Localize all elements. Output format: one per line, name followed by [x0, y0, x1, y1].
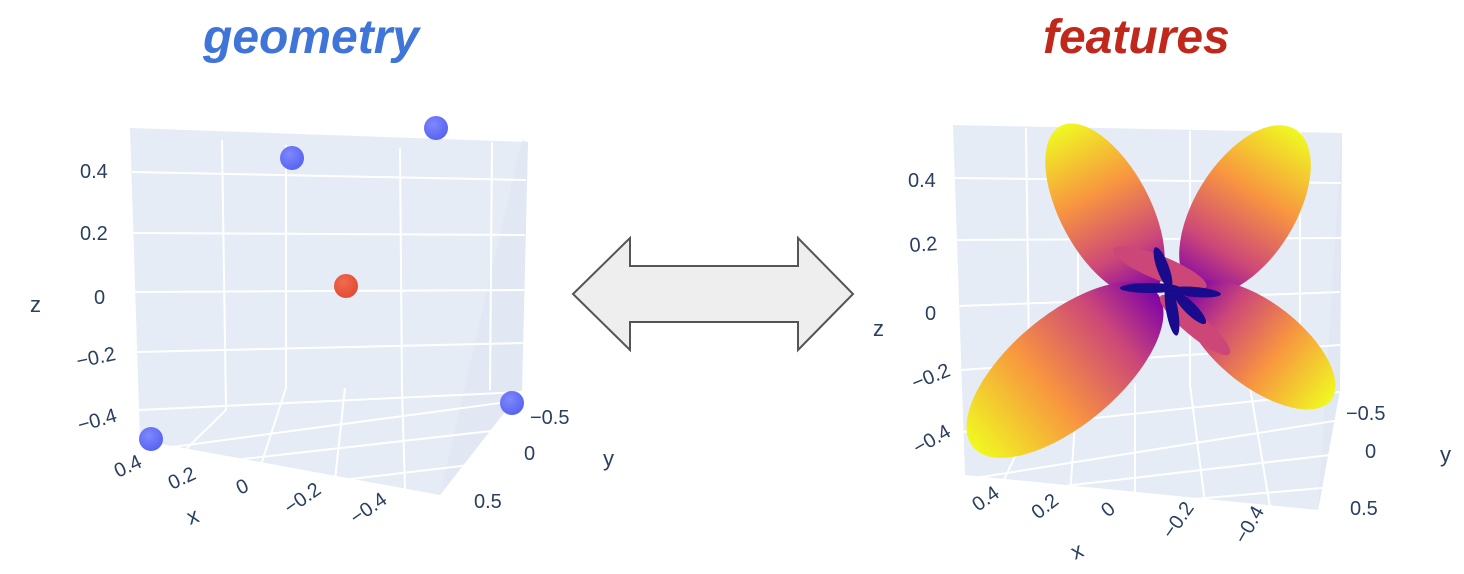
inner-lobe: [1173, 291, 1207, 325]
z-tick: 0.2: [909, 233, 938, 257]
z-axis-title: z: [873, 316, 884, 341]
x-tick: 0.2: [1028, 489, 1063, 523]
y-tick: 0: [524, 443, 535, 465]
y-tick: −0.5: [530, 407, 569, 429]
neighbor-atom[interactable]: [500, 391, 524, 415]
x-tick: −0.2: [280, 478, 325, 519]
z-tick: 0.4: [908, 170, 936, 192]
x-axis-title: x: [1067, 537, 1088, 564]
z-tick: 0.2: [80, 223, 108, 245]
back-pane: [130, 128, 528, 440]
features-title: features: [1043, 11, 1230, 64]
x-tick: −0.2: [1158, 498, 1199, 543]
y-tick: 0.5: [474, 491, 502, 513]
side-pane: [1318, 133, 1342, 510]
center-atom[interactable]: [334, 274, 358, 298]
y-tick: 0.5: [1350, 498, 1378, 520]
z-ticks: 0.4 0.2 0 −0.2 −0.4: [74, 161, 119, 437]
y-ticks: −0.5 0 0.5: [1346, 403, 1385, 520]
inner-lobe: [1164, 284, 1180, 336]
z-tick: 0.4: [80, 161, 108, 183]
x-tick: 0.2: [165, 463, 200, 495]
grid-lines: [131, 139, 527, 491]
double-arrow-icon: [571, 235, 855, 353]
features-plot[interactable]: 0.4 0.2 0 −0.2 −0.4 z 0.4 0.2 0 −0.2 −0.…: [860, 0, 1464, 574]
z-ticks: 0.4 0.2 0 −0.2 −0.4: [908, 170, 955, 459]
z-tick: −0.2: [74, 343, 117, 373]
lobe: [966, 282, 1164, 458]
lobe: [1184, 280, 1336, 410]
z-axis-title: z: [30, 292, 41, 317]
z-tick: −0.4: [75, 405, 119, 437]
x-tick: 0.4: [111, 451, 146, 483]
neighbor-atom[interactable]: [280, 146, 304, 170]
y-tick: −0.5: [1346, 403, 1385, 425]
inner-lobe: [1153, 247, 1173, 289]
y-ticks: −0.5 0 0.5: [474, 407, 569, 513]
inner-lobe: [1120, 283, 1180, 293]
x-tick: 0: [1097, 498, 1120, 522]
neighbor-atom[interactable]: [424, 116, 448, 140]
x-tick: −0.4: [1230, 502, 1269, 547]
y-tick: 0: [1365, 441, 1376, 463]
y-axis-title: y: [603, 446, 614, 471]
floor-pane: [140, 388, 522, 495]
lobe: [1179, 125, 1311, 295]
geometry-title: geometry: [203, 11, 420, 64]
z-tick: −0.4: [910, 421, 955, 460]
neighbor-atom[interactable]: [139, 427, 163, 451]
y-axis-title: y: [1440, 442, 1451, 467]
z-tick: −0.2: [909, 359, 954, 394]
x-tick: 0: [233, 475, 252, 500]
geometry-plot[interactable]: 0.4 0.2 0 −0.2 −0.4 z 0.4 0.2 0 −0.2 −0.…: [0, 0, 640, 574]
x-tick: 0.4: [968, 482, 1003, 516]
atoms: [139, 116, 524, 451]
z-tick: 0: [94, 287, 105, 309]
x-axis-title: x: [183, 502, 202, 529]
orbital-surface: [966, 123, 1336, 458]
x-tick: −0.4: [346, 488, 391, 529]
z-tick: 0: [925, 303, 936, 325]
